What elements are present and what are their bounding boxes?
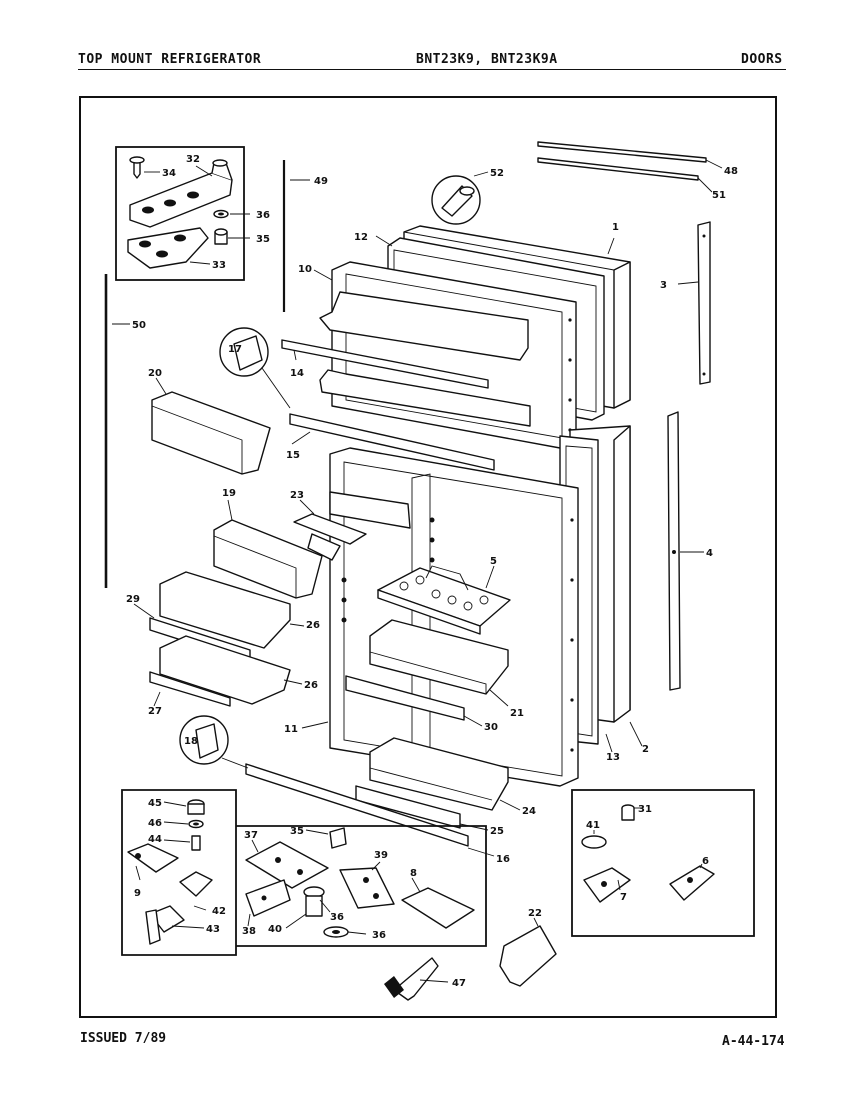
hinge-inset-right [571,789,755,937]
part-label: 43 [206,924,220,935]
part-label: 47 [452,978,466,989]
part-label: 19 [222,488,236,499]
part-label: 39 [374,850,388,861]
part-label: 40 [268,924,282,935]
part-label: 52 [490,168,504,179]
part-label: 14 [290,368,304,379]
header-rule [78,69,786,70]
part-label: 48 [724,166,738,177]
cover-23 [293,499,367,561]
part-label: 10 [298,264,312,275]
header-models: BNT23K9, BNT23K9A [416,52,558,67]
diagram-frame [79,96,777,1018]
bushing-52 [431,171,489,225]
part-label: 13 [606,752,620,763]
part-label: 30 [484,722,498,733]
part-label: 8 [410,868,417,879]
part-label: 36 [372,930,386,941]
hinge-inset-top [115,146,250,281]
part-label: 50 [132,320,146,331]
part-label: 42 [212,906,226,917]
part-label: 5 [490,556,497,567]
part-label: 11 [284,724,298,735]
part-label: 3 [660,280,667,291]
part-label: 36 [256,210,270,221]
page-code: A-44-174 [722,1034,785,1049]
trim-30 [345,675,483,727]
part-label: 16 [496,854,510,865]
part-label: 27 [148,706,162,717]
part-label: 31 [638,804,652,815]
part-label: 35 [256,234,270,245]
issued-date: ISSUED 7/89 [80,1031,167,1046]
part-label: 33 [212,260,226,271]
part-label: 29 [126,594,140,605]
part-label: 32 [186,154,200,165]
part-label: 1 [612,222,619,233]
part-label: 38 [242,926,256,937]
shelf-20 [151,377,271,475]
part-label: 17 [228,344,242,355]
part-label: 2 [642,744,649,755]
part-label: 45 [148,798,162,809]
clip-inset-18 [179,715,249,769]
part-label: 25 [490,826,504,837]
part-label: 24 [522,806,536,817]
part-label: 35 [290,826,304,837]
part-label: 21 [510,708,524,719]
door-bin-21 [369,619,509,707]
part-label: 12 [354,232,368,243]
part-label: 44 [148,834,162,845]
part-label: 26 [306,620,320,631]
handle-47 [384,957,449,1001]
part-label: 9 [134,888,141,899]
header-section: DOORS [741,52,783,67]
bin-26-27 [149,635,303,707]
part-label: 46 [148,818,162,829]
freezer-door [281,225,631,471]
header-title: TOP MOUNT REFRIGERATOR [78,52,262,67]
part-number-labels: 1 2 3 4 5 6 7 8 9 10 11 12 13 14 15 16 1… [126,154,738,989]
hinge-inset-bottom-center [236,825,487,947]
part-label: 22 [528,908,542,919]
part-label: 36 [330,912,344,923]
part-label: 15 [286,450,300,461]
part-label: 49 [314,176,328,187]
part-label: 37 [244,830,258,841]
part-label: 20 [148,368,162,379]
part-label: 18 [184,736,198,747]
handle-22 [499,917,557,987]
shelf-19 [213,499,323,599]
part-label: 26 [304,680,318,691]
part-label: 41 [586,820,600,831]
clip-inset-17 [219,327,291,409]
part-label: 6 [702,856,709,867]
gasket-strips [104,141,723,691]
part-label: 4 [706,548,713,559]
egg-tray-5 [377,565,511,635]
hinge-inset-bottom-left [121,789,237,956]
door-bin-24 [369,737,521,811]
part-label: 51 [712,190,726,201]
part-label: 7 [620,892,627,903]
part-label: 34 [162,168,176,179]
part-label: 23 [290,490,304,501]
